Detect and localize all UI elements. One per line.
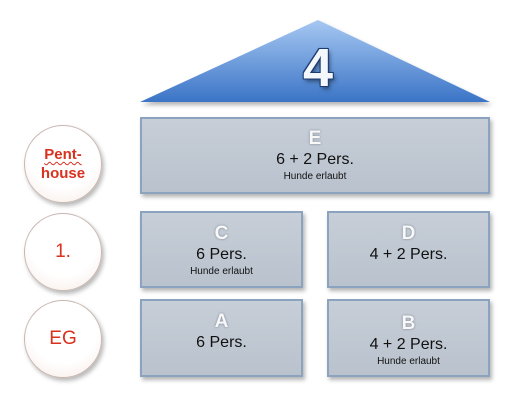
unit-b: B 4 + 2 Pers. Hunde erlaubt [327,299,490,377]
unit-capacity: 6 Pers. [196,334,247,351]
unit-letter: E [308,128,322,149]
unit-capacity: 6 + 2 Pers. [276,151,354,168]
roof-number: 4 [302,38,334,98]
unit-capacity: 6 Pers. [196,246,247,263]
unit-letter: C [214,223,229,244]
floor-label-ground: EG [24,300,102,378]
unit-d: D 4 + 2 Pers. [327,211,490,288]
unit-letter: D [401,223,416,244]
unit-c: C 6 Pers. Hunde erlaubt [140,211,303,288]
penthouse-line2: house [40,165,86,182]
unit-note: Hunde erlaubt [283,171,347,182]
unit-a: A 6 Pers. [140,299,303,377]
roof-triangle [140,20,490,102]
unit-e: E 6 + 2 Pers. Hunde erlaubt [140,117,490,194]
penthouse-line1: Pent- [44,146,82,163]
unit-letter: A [214,311,229,332]
floor-label-penthouse: Pent- house [24,125,102,203]
floor-label-first: 1. [24,213,102,291]
unit-letter: B [401,313,416,334]
unit-note: Hunde erlaubt [190,266,253,277]
unit-capacity: 4 + 2 Pers. [369,246,448,263]
unit-capacity: 4 + 2 Pers. [369,336,448,353]
unit-note: Hunde erlaubt [377,356,440,367]
